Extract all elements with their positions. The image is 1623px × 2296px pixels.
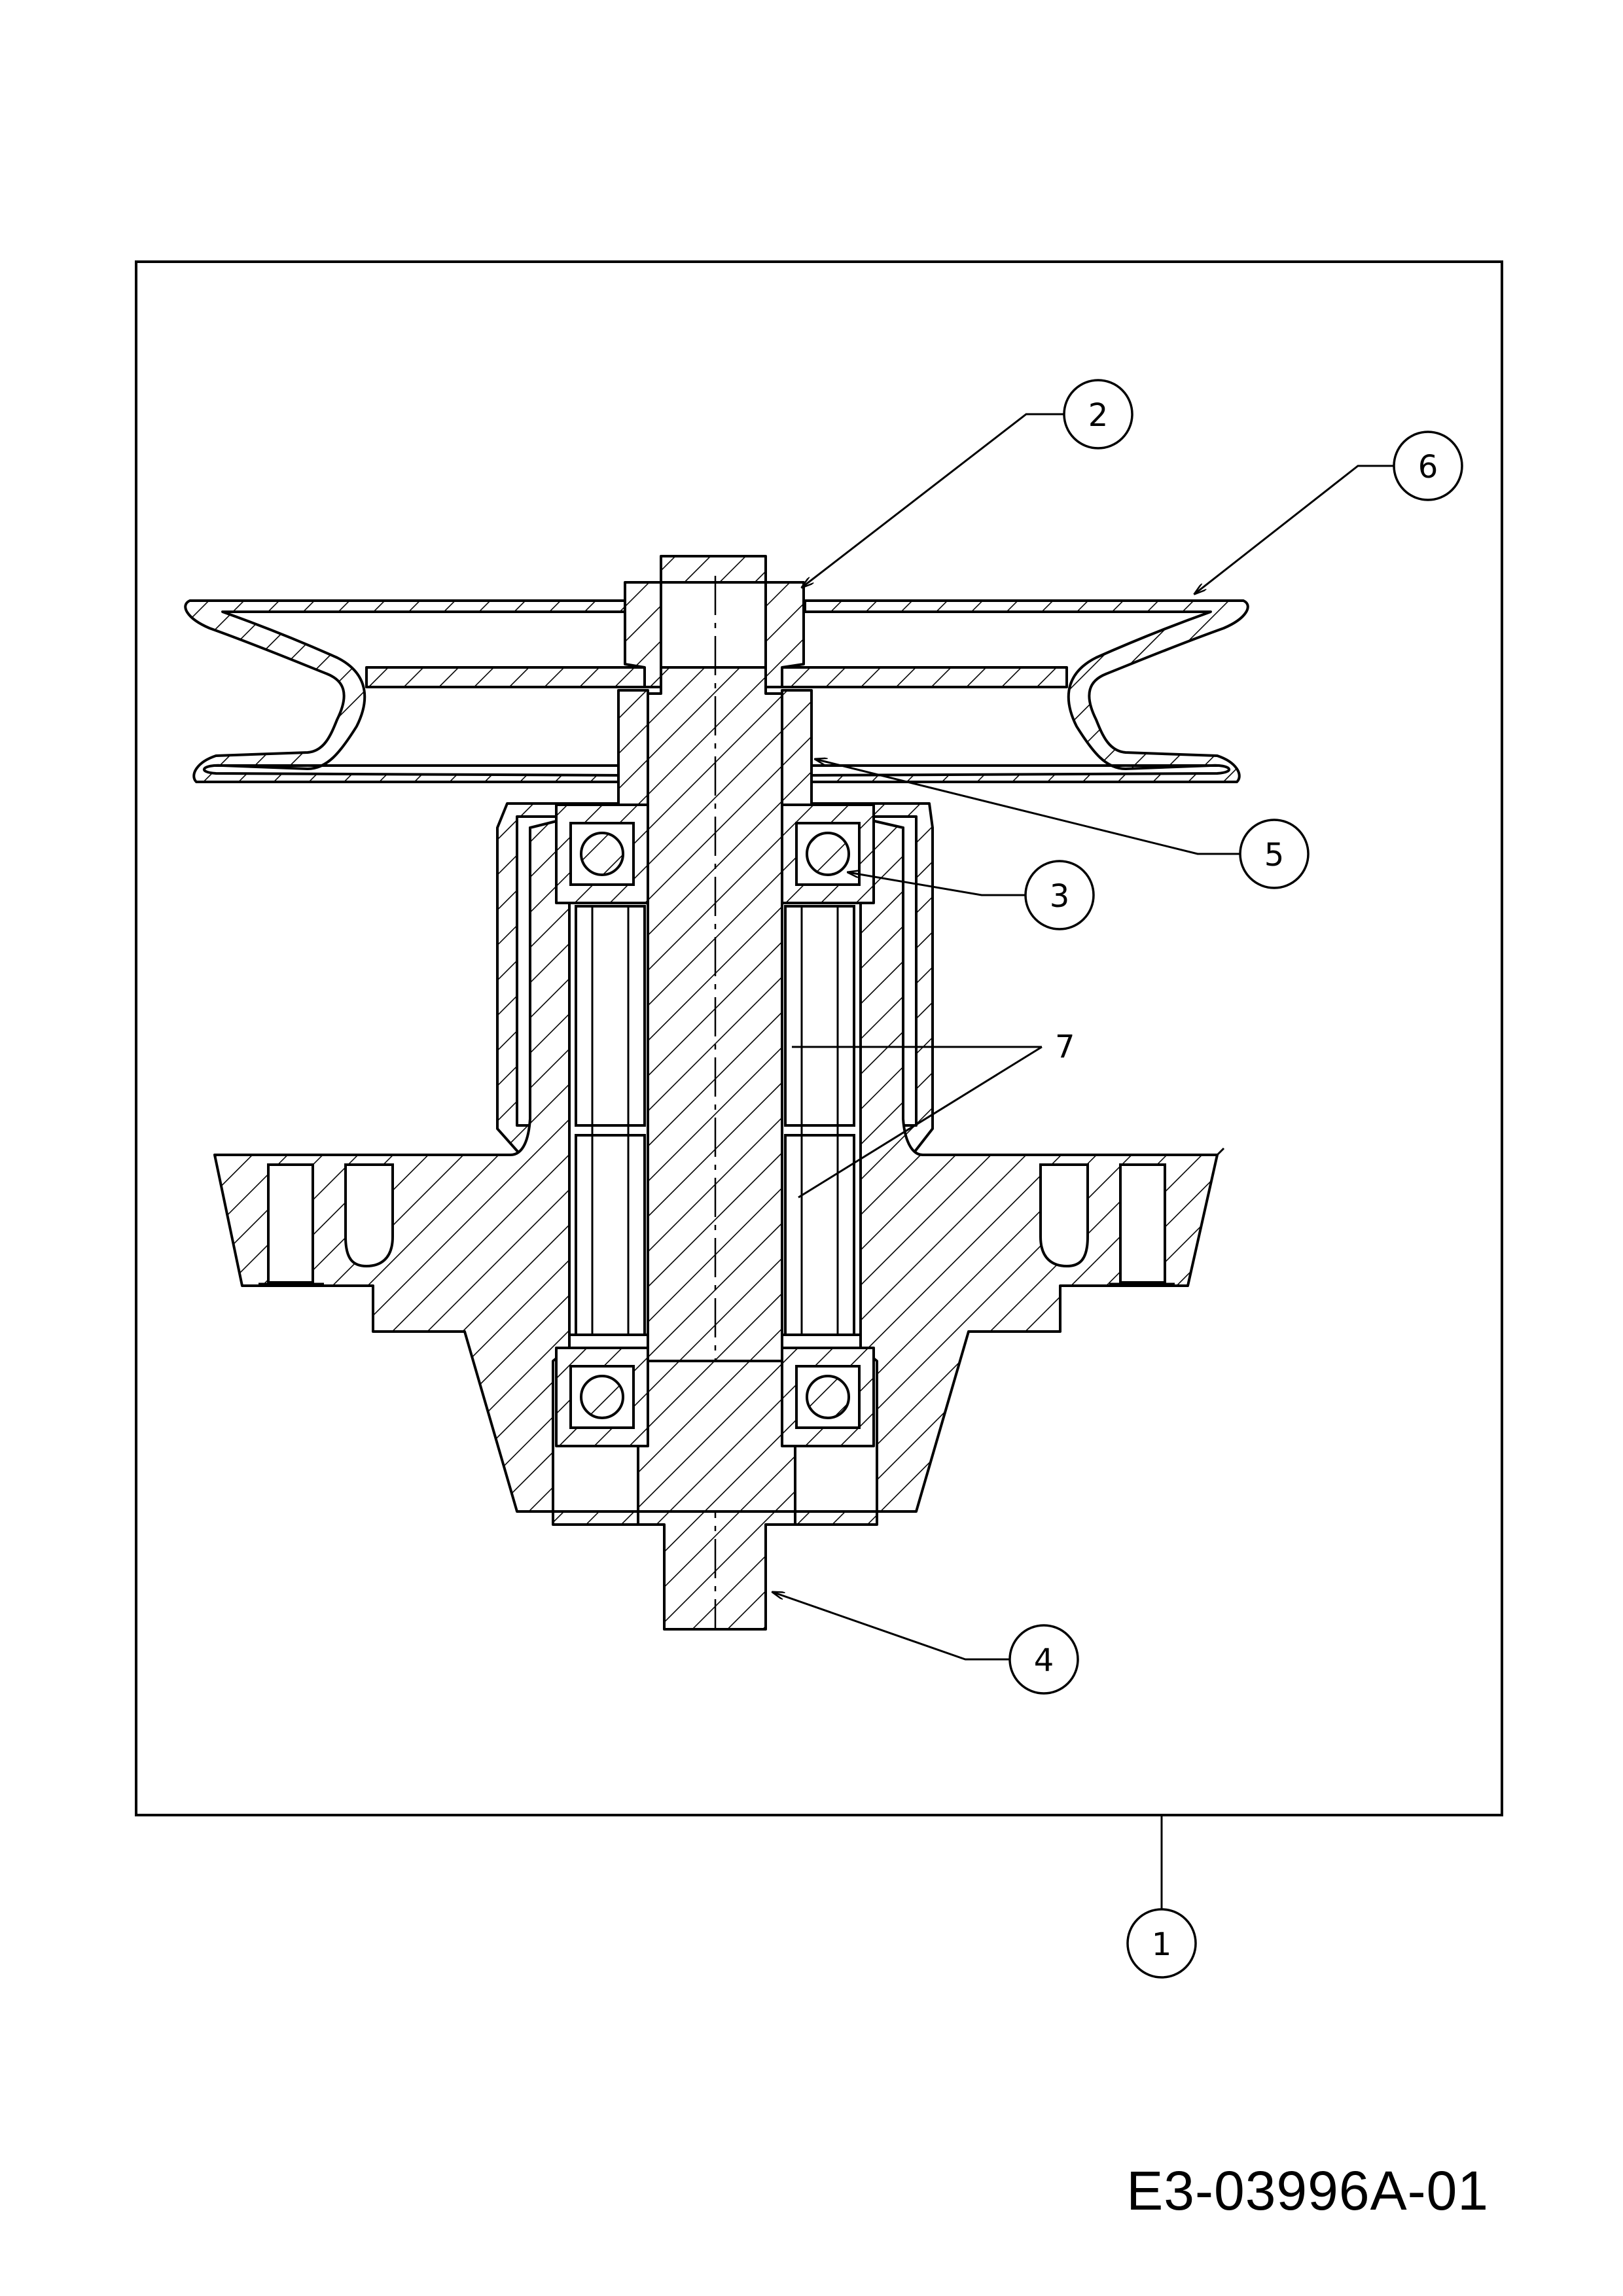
callout-1: 1 [1126,1908,1197,1979]
nut [624,555,805,688]
assembly-frame [135,260,1503,1816]
callout-4: 4 [1008,1624,1079,1695]
callout-2: 2 [1063,379,1133,450]
label-7: 7 [1055,1029,1075,1065]
svg-text:4: 4 [1034,1642,1054,1679]
callout-6: 6 [1393,431,1463,501]
callout-5: 5 [1239,819,1310,889]
svg-text:3: 3 [1050,878,1070,915]
spacer-tubes [575,905,855,1336]
svg-text:5: 5 [1264,837,1285,874]
drawing-number: E3-03996A-01 [1126,2160,1489,2221]
svg-text:6: 6 [1418,449,1438,486]
bearings [555,804,875,1447]
svg-text:2: 2 [1088,397,1109,434]
callout-3: 3 [1024,860,1095,930]
svg-text:1: 1 [1152,1926,1172,1963]
leader-lines [772,413,1394,1909]
